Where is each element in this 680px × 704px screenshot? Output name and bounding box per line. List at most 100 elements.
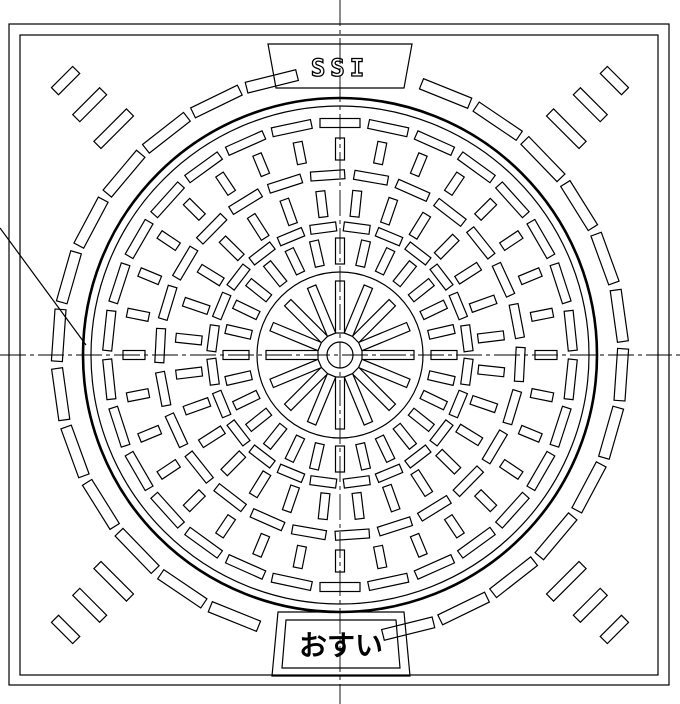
- pattern-slot: [183, 151, 224, 184]
- pattern-slot: [50, 367, 71, 422]
- pattern-slot: [502, 388, 523, 426]
- pattern-slot: [211, 291, 232, 321]
- pattern-slot: [283, 366, 329, 412]
- pattern-slot: [55, 250, 83, 305]
- pattern-slot: [520, 135, 566, 183]
- pattern-slot: [613, 347, 630, 402]
- pattern-slot: [114, 527, 160, 575]
- pattern-slot: [517, 267, 543, 286]
- pattern-slot: [498, 458, 524, 481]
- pattern-slot: [481, 429, 509, 465]
- pattern-slot: [435, 448, 462, 475]
- pattern-slot: [418, 77, 473, 110]
- pattern-slot: [214, 513, 237, 539]
- pattern-slot: [252, 532, 271, 558]
- pattern-slot: [102, 309, 117, 352]
- pattern-slot: [248, 241, 276, 266]
- pattern-slot: [248, 470, 272, 499]
- pattern-slot: [125, 387, 151, 403]
- pattern-slot: [374, 246, 396, 276]
- logo-text: SSI: [311, 54, 369, 82]
- pattern-slot: [456, 526, 497, 559]
- pattern-slot: [207, 600, 262, 633]
- pattern-slot: [93, 108, 135, 150]
- pattern-slot: [315, 189, 329, 219]
- pattern-slot: [488, 556, 539, 599]
- pattern-slot: [226, 419, 251, 447]
- pattern-slot: [244, 277, 273, 303]
- pattern-slot: [559, 179, 599, 232]
- pattern-slot: [427, 323, 456, 340]
- pattern-slot: [545, 560, 587, 602]
- pattern-slot: [171, 245, 199, 281]
- pattern-slot: [376, 516, 414, 537]
- pattern-slot: [231, 389, 261, 411]
- pattern-slot: [283, 298, 329, 344]
- pattern-slot: [392, 259, 418, 288]
- pattern-slot: [220, 450, 247, 477]
- pattern-slot: [513, 346, 526, 383]
- pattern-slot: [372, 140, 388, 166]
- pattern-slot: [334, 528, 371, 541]
- pattern-slot: [351, 366, 397, 412]
- pattern-slot: [249, 507, 286, 532]
- pattern-slot: [549, 405, 572, 448]
- pattern-slot: [309, 221, 338, 235]
- pattern-slot: [413, 130, 456, 157]
- pattern-slot: [343, 372, 374, 426]
- pattern-slot: [355, 239, 372, 268]
- pattern-slot: [473, 197, 498, 222]
- pattern-slot: [534, 512, 578, 561]
- pattern-slot: [309, 475, 338, 489]
- pattern-slot: [468, 294, 498, 314]
- pattern-slot: [284, 246, 306, 276]
- pattern-slot: [150, 181, 186, 219]
- pattern-slot: [270, 572, 314, 592]
- pattern-slot: [211, 389, 232, 419]
- pattern-slot: [352, 169, 390, 186]
- pattern-slot: [380, 616, 436, 641]
- pattern-slot: [246, 212, 270, 242]
- pattern-slot: [448, 291, 469, 321]
- pattern-slot: [404, 241, 432, 266]
- pattern-slot: [156, 229, 182, 252]
- pattern-slot: [266, 173, 304, 194]
- pattern-slot: [50, 308, 67, 363]
- pattern-slot: [189, 84, 243, 119]
- pattern-slot: [269, 321, 323, 352]
- pattern-slot: [409, 532, 428, 558]
- pattern-slot: [379, 196, 399, 226]
- pattern-slot: [184, 450, 215, 485]
- pattern-slot: [309, 169, 346, 182]
- pattern-slot: [50, 614, 81, 645]
- pattern-slot: [453, 261, 483, 285]
- pattern-slot: [599, 614, 630, 645]
- pattern-slot: [599, 65, 630, 96]
- pattern-slot: [164, 412, 189, 449]
- outer-frame: [8, 23, 670, 686]
- pattern-slot: [407, 407, 436, 433]
- pattern-slot: [408, 211, 432, 240]
- pattern-slot: [508, 302, 526, 340]
- pattern-slot: [141, 111, 192, 154]
- pattern-slot: [306, 372, 337, 426]
- pattern-slot: [137, 424, 163, 443]
- pattern-slot: [433, 233, 460, 260]
- pattern-slot: [351, 491, 365, 521]
- pattern-slot: [517, 424, 543, 443]
- pattern-slot: [244, 69, 300, 94]
- pattern-slot: [137, 267, 163, 286]
- pattern-slot: [609, 288, 630, 343]
- pattern-slot: [381, 483, 401, 513]
- pattern-slot: [292, 140, 308, 166]
- pattern-slot: [284, 434, 306, 464]
- pattern-slot: [154, 327, 167, 364]
- pattern-slot: [292, 544, 308, 570]
- pattern-slot: [157, 284, 178, 322]
- pattern-slot: [214, 171, 237, 197]
- pattern-slot: [262, 259, 288, 288]
- pattern-slot: [590, 231, 620, 286]
- pattern-slot: [571, 461, 607, 514]
- pattern-slot: [50, 65, 81, 96]
- pattern-slot: [156, 568, 208, 609]
